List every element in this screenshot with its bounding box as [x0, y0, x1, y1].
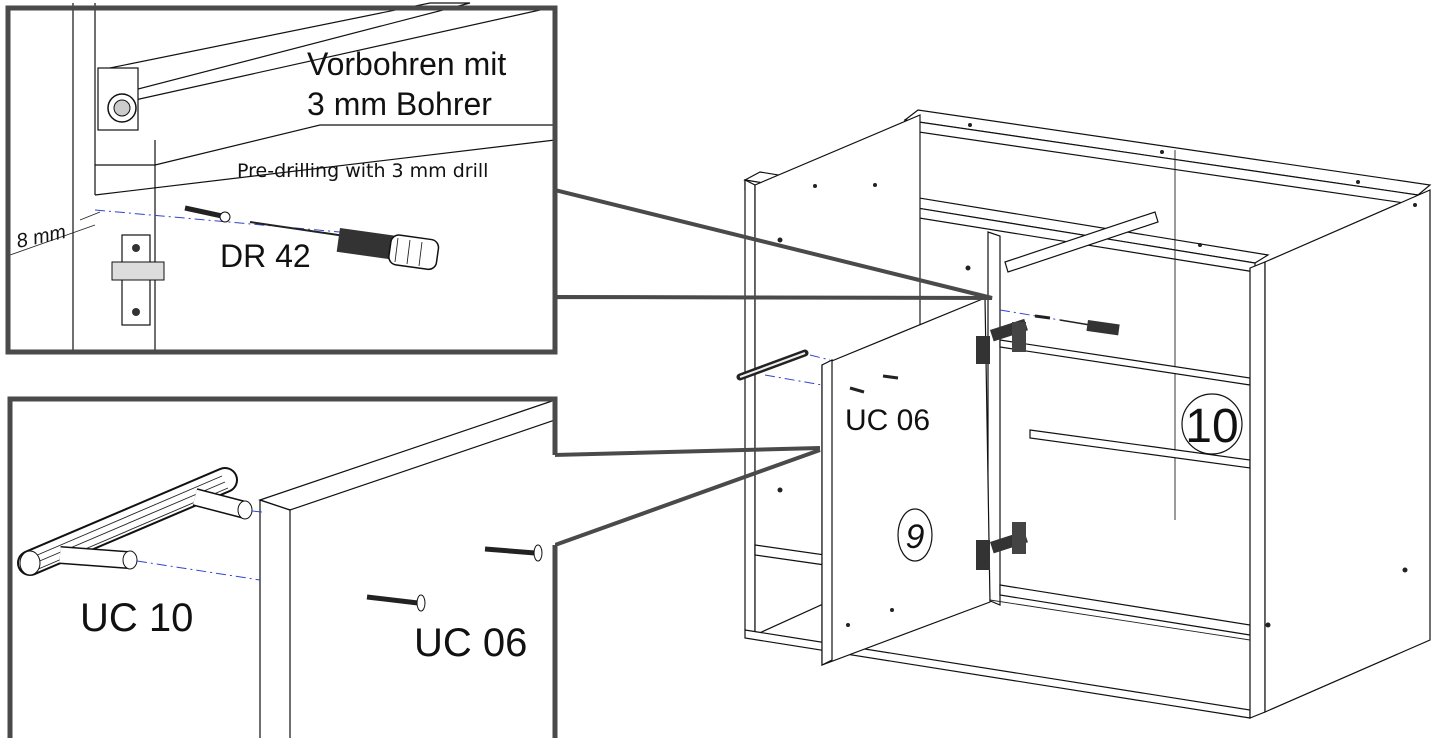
callout-bottom-frame	[7, 396, 558, 738]
right-side-edge	[1249, 261, 1266, 719]
screw-dr42	[184, 205, 231, 223]
screw-code-label-bottom: UC 06	[414, 621, 527, 665]
shelf-upper	[999, 339, 1251, 386]
drawer-slide	[1004, 211, 1159, 273]
top-back-rail	[903, 109, 1432, 196]
cabinet-number: 10	[1185, 400, 1238, 453]
right-side-panel	[1264, 189, 1431, 713]
cabinet-assembly: UC 06 9 10	[736, 109, 1432, 719]
top-back-rail-face	[904, 119, 1419, 206]
predrill-title-de-line1: Vorbohren mit	[307, 46, 506, 82]
screw-uc06-b	[366, 594, 426, 612]
door-screw-label: UC 06	[845, 404, 930, 437]
callout-top-frame	[5, 5, 558, 355]
hinge-plate	[111, 234, 165, 326]
bottom-shelf-right	[999, 584, 1251, 636]
screw-uc06-a	[484, 544, 543, 562]
predrill-subtitle-en: Pre-drilling with 3 mm drill	[237, 160, 488, 182]
handle-uc10	[17, 467, 253, 576]
hinge-lower	[976, 522, 1028, 570]
left-side-edge	[744, 179, 756, 636]
screw-code-label: DR 42	[220, 238, 311, 274]
callout-top: 8 mm Vorbohren mit 3 mm Bohrer Pre-drill…	[3, 2, 558, 355]
screwdriver	[249, 221, 440, 271]
handle-code-label: UC 10	[80, 596, 193, 640]
bottom-panel	[744, 629, 1251, 719]
door-edge	[821, 359, 833, 666]
cabinet-number-circle	[1181, 393, 1243, 455]
door-number-circle	[897, 508, 933, 562]
hinge-upper	[976, 318, 1028, 364]
predrill-title-de-line2: 3 mm Bohrer	[307, 86, 492, 122]
door-number: 9	[906, 518, 925, 556]
callout-bottom: UC 10 UC 06	[7, 396, 558, 738]
handle-main	[736, 349, 809, 381]
